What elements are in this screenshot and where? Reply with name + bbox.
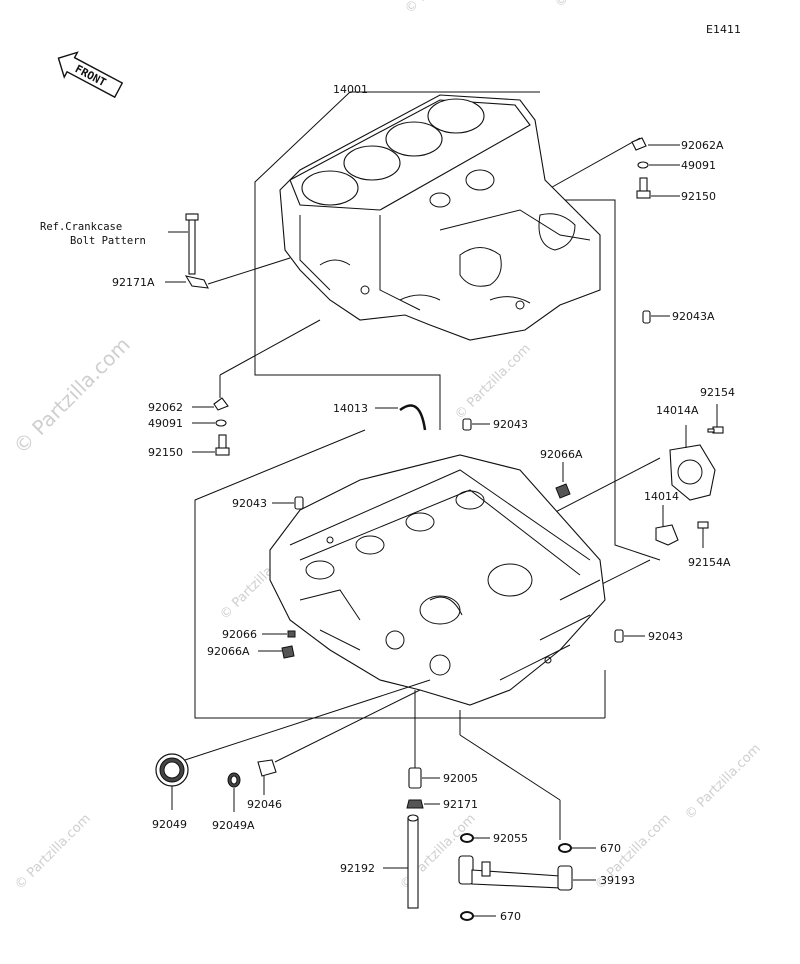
label-92005: 92005 [443, 772, 478, 785]
label-92066: 92066 [222, 628, 257, 641]
label-92043-c: 92043 [648, 630, 683, 643]
label-670-bottom: 670 [500, 910, 521, 923]
bolt-92171A [165, 213, 291, 289]
label-49091-left: 49091 [148, 417, 183, 430]
label-92154: 92154 [700, 386, 735, 399]
label-92049: 92049 [152, 818, 187, 831]
upper-crankcase-14001 [254, 91, 661, 561]
label-92171A: 92171A [112, 276, 155, 289]
watermark-tile: © Partzilla.com [452, 341, 534, 423]
oil-seal-92049 [155, 679, 431, 810]
dowel-pins-92043 [272, 418, 645, 643]
label-14014: 14014 [644, 490, 679, 503]
watermark-tile: © Partzilla.com [12, 811, 94, 893]
oil-pipe-39193 [458, 833, 596, 921]
label-92150-left: 92150 [148, 446, 183, 459]
label-92150-top: 92150 [681, 190, 716, 203]
label-92043-b: 92043 [232, 497, 267, 510]
label-49091-top: 49091 [681, 159, 716, 172]
label-92171: 92171 [443, 798, 478, 811]
label-670-top: 670 [600, 842, 621, 855]
label-92049A: 92049A [212, 819, 255, 832]
cover-14014A [655, 404, 724, 548]
seal-92049A-bearing-92046 [227, 689, 421, 812]
plugs-92066 [258, 462, 571, 659]
part-labels: 14001 92062A 49091 92150 Ref.Crankcase B… [40, 83, 735, 923]
watermark-tile: © Partzilla.com [682, 741, 764, 823]
ref-note-line2: Bolt Pattern [70, 235, 146, 247]
watermark-tile: © Partzilla.com [552, 0, 634, 11]
label-92055: 92055 [493, 832, 528, 845]
pipe-assembly [383, 690, 561, 909]
label-92046: 92046 [247, 798, 282, 811]
label-39193: 39193 [600, 874, 635, 887]
label-14014A: 14014A [656, 404, 699, 417]
watermark-tile: © Partzilla.com [402, 0, 484, 17]
label-14001: 14001 [333, 83, 368, 96]
label-92062A: 92062A [681, 139, 724, 152]
label-92066A-top: 92066A [540, 448, 583, 461]
front-arrow-icon: FRONT [57, 51, 124, 99]
bolt-assembly-top [631, 137, 680, 324]
watermark-side: © Partzilla.com [9, 332, 135, 458]
label-14013: 14013 [333, 402, 368, 415]
label-92043A: 92043A [672, 310, 715, 323]
label-92192: 92192 [340, 862, 375, 875]
label-92043-a: 92043 [493, 418, 528, 431]
label-92154A: 92154A [688, 556, 731, 569]
bolt-assembly-left [192, 319, 321, 456]
label-92062: 92062 [148, 401, 183, 414]
label-92066A: 92066A [207, 645, 250, 658]
ref-note-line1: Ref.Crankcase [40, 221, 122, 233]
clip-14013 [399, 404, 427, 431]
lower-crankcase [194, 429, 661, 719]
diagram-code: E1411 [706, 23, 741, 36]
